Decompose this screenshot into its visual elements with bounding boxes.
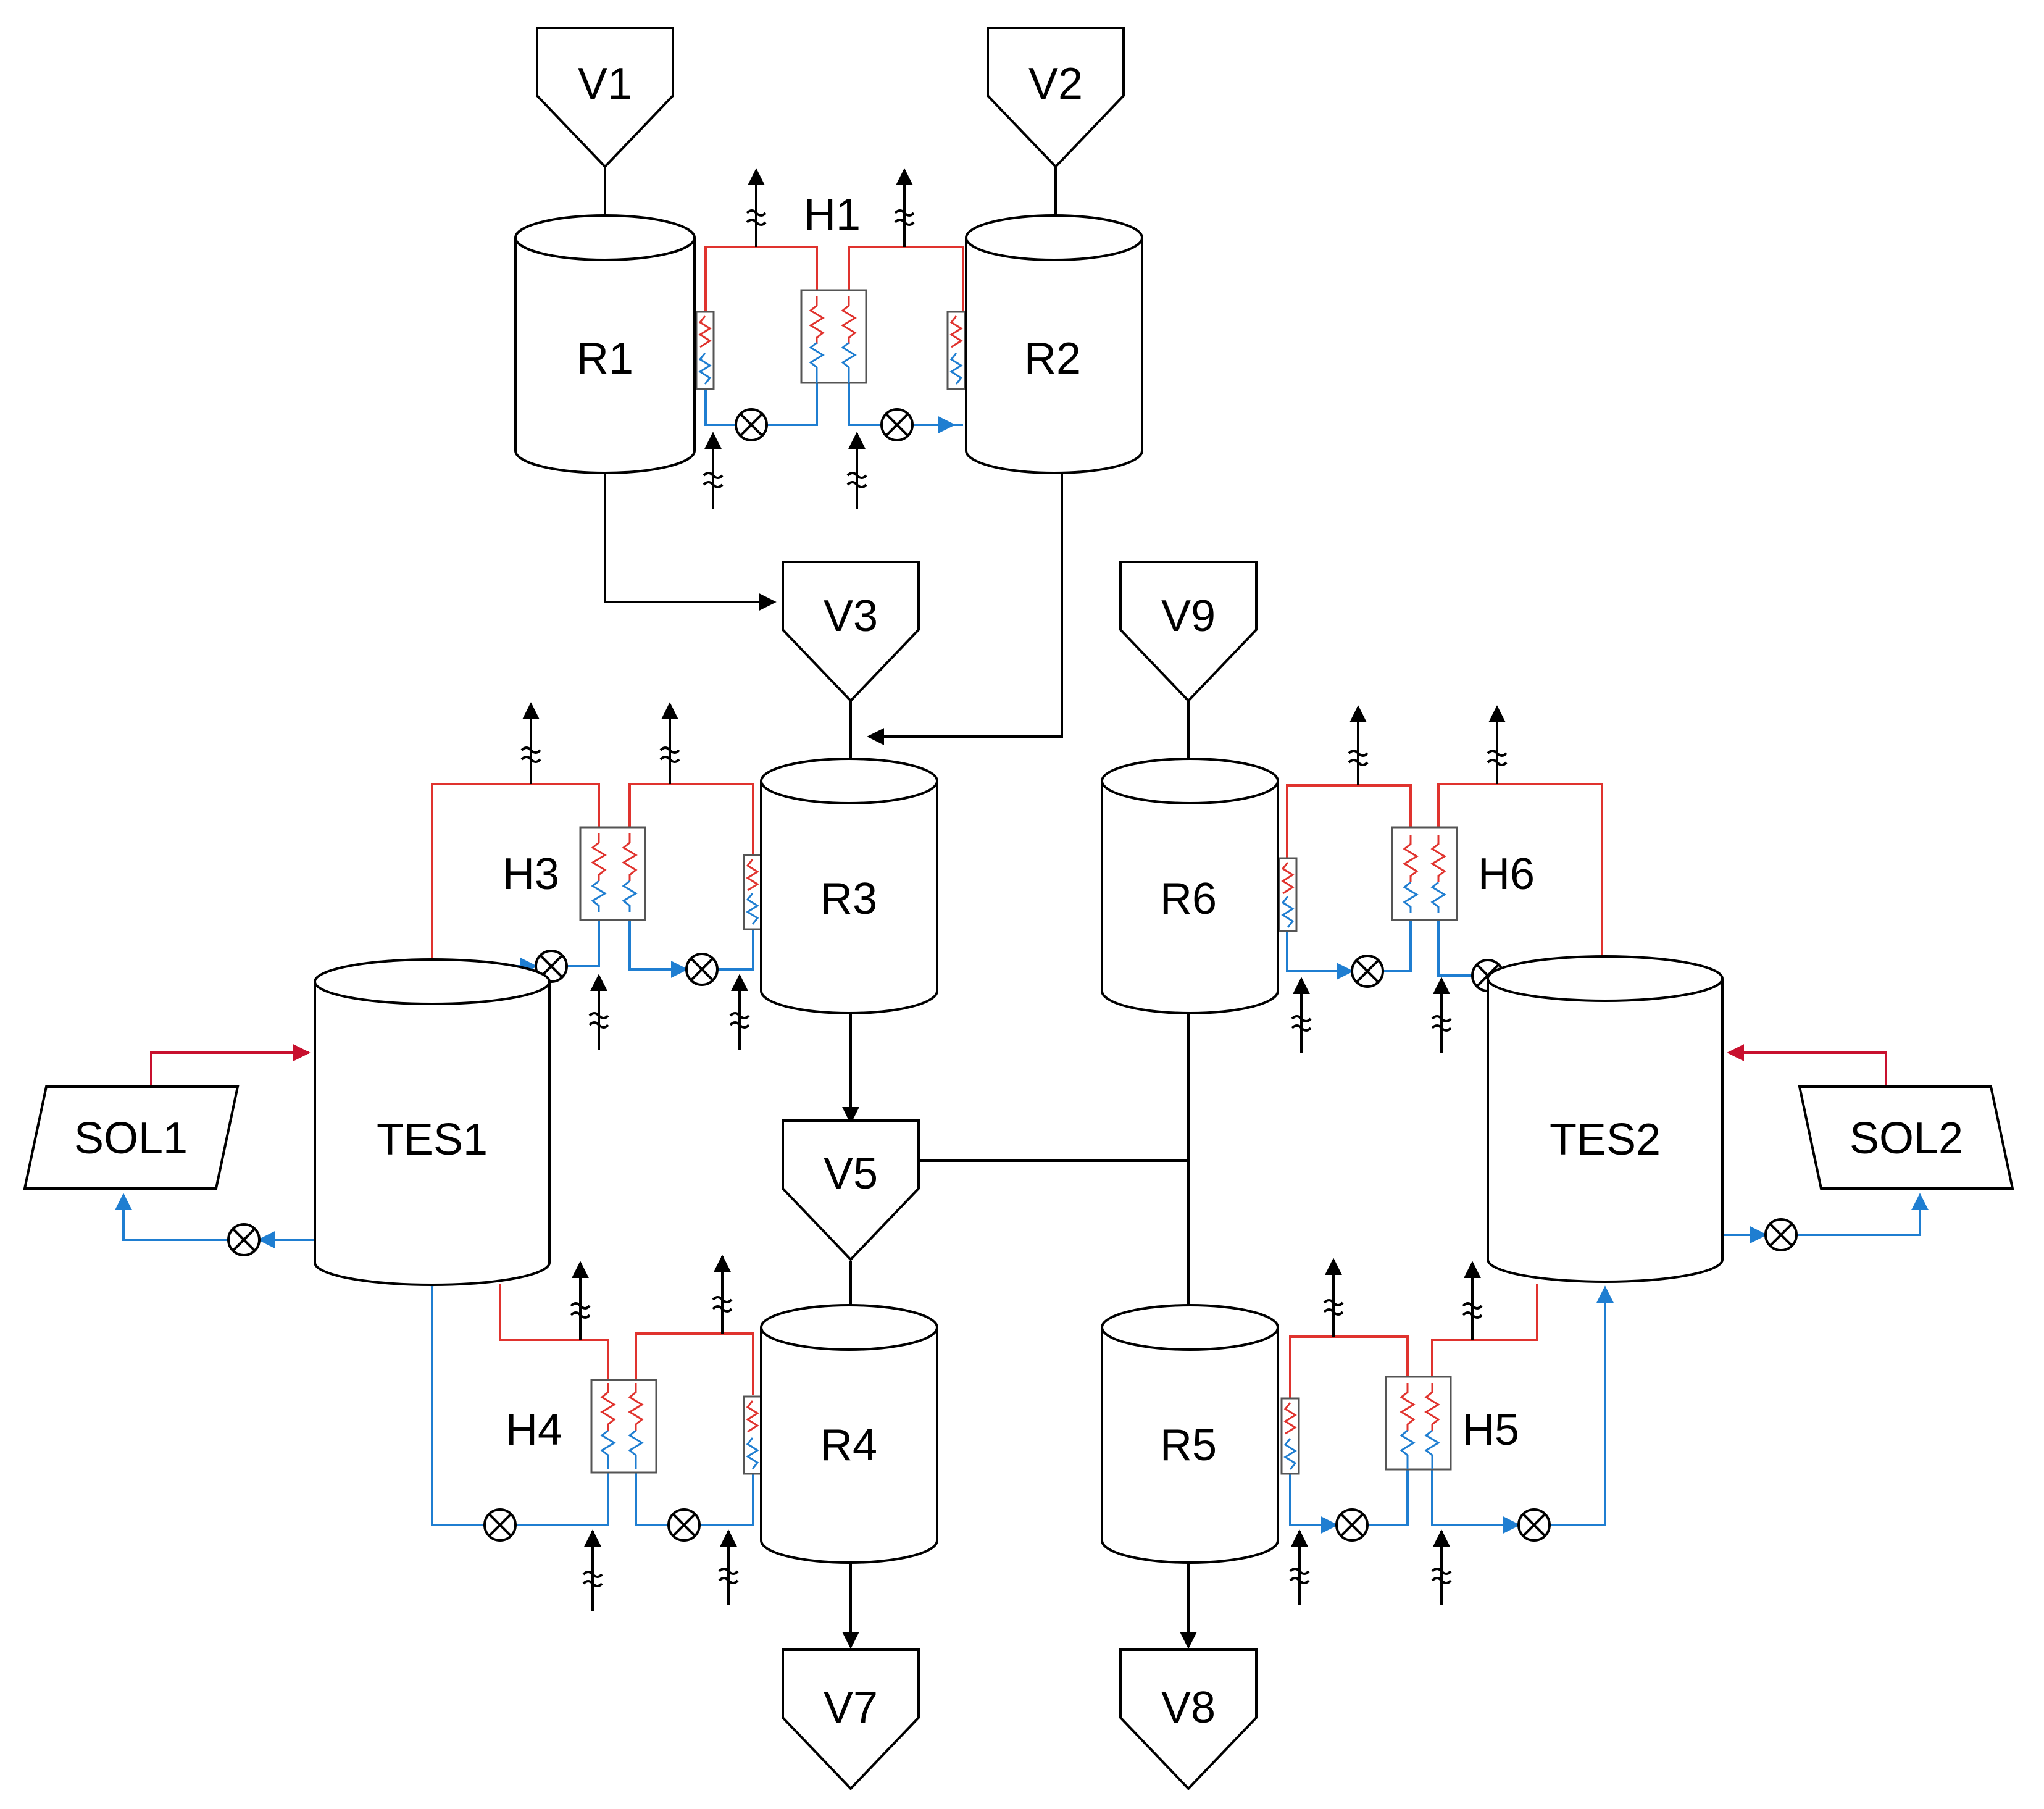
label-r3: R3 [820,874,877,924]
label-h6: H6 [1478,850,1535,899]
tes-tank-2 [1486,955,1724,1283]
inlet-arrow-icon [1431,1529,1452,1605]
pump-icon [1764,1218,1798,1251]
inlet-arrow-icon [846,432,867,509]
cylinders [313,214,1724,1564]
heating-coil-icon [743,854,762,930]
label-v3: V3 [824,591,878,641]
vessel-v2 [987,27,1125,169]
heating-coil-icon [1278,857,1298,932]
vessel-v7 [782,1648,920,1790]
pumps [227,408,1798,1542]
reactor-r2 [964,214,1143,474]
vessel-v8 [1119,1648,1258,1790]
vessel-v9 [1119,561,1258,703]
vent-arrow-icon [746,168,767,247]
hot-lines [150,246,1887,1398]
inlet-arrow-icon [582,1529,603,1611]
label-h5: H5 [1462,1405,1519,1455]
vent-arrow-icon [712,1255,733,1334]
reactor-r3 [759,758,938,1014]
vent-arrow-icon [520,702,541,784]
label-r5: R5 [1160,1421,1217,1470]
inlet-arrow-icon [1289,1529,1310,1605]
label-v8: V8 [1161,1683,1216,1732]
label-r2: R2 [1024,334,1081,383]
label-v5: V5 [824,1149,878,1198]
labels: V1 V2 V3 V5 V7 V8 V9 R1 R2 R3 R4 R5 R6 T… [74,59,1963,1732]
pump-icon [685,953,719,986]
inlet-arrow-icon [588,974,609,1050]
label-v9: V9 [1161,591,1216,641]
vent-arrow-icon [570,1261,591,1340]
label-v2: V2 [1028,59,1083,109]
vessel-v5 [782,1119,920,1261]
cold-lines [115,383,1929,1534]
heat-exchanger-h3 [579,826,646,921]
label-v1: V1 [578,59,632,109]
reactor-r1 [514,214,696,474]
heating-coil-icon [695,311,715,390]
pump-icon [880,408,914,441]
heating-coil-icon [1280,1397,1300,1475]
pump-icon [483,1508,517,1542]
tes-tank-1 [313,958,551,1286]
vent-arrow-icon [1323,1258,1344,1337]
label-r1: R1 [577,334,633,383]
inlet-arrow-icon [1431,977,1452,1053]
funnel-vessels [536,27,1258,1790]
label-h1: H1 [804,190,861,240]
label-tes2: TES2 [1550,1115,1661,1164]
vent-arrow-icon [894,168,915,247]
heat-exchanger-h6 [1391,826,1458,921]
inlet-arrow-icon [718,1529,739,1605]
heat-exchanger-h5 [1385,1376,1452,1471]
pump-icon [1351,955,1384,988]
label-tes1: TES1 [377,1115,488,1164]
inlet-arrow-icon [729,974,750,1050]
inlet-arrow-icon [1291,977,1312,1053]
vent-arrow-icon [1487,705,1508,784]
label-r4: R4 [820,1421,877,1470]
solar-collector-sol2 [1798,1085,2014,1190]
pump-icon [227,1223,261,1256]
vent-arrow-icon [659,702,680,784]
vent-arrow-icon [1348,705,1369,785]
jacket-coils [695,311,1300,1475]
heat-exchanger-h4 [590,1379,657,1474]
label-r6: R6 [1160,874,1217,924]
reactor-r6 [1100,758,1279,1014]
label-sol1: SOL1 [74,1114,188,1163]
heating-coil-icon [946,311,966,390]
inlet-arrow-icon [703,432,724,509]
reactor-r4 [759,1304,938,1564]
heat-exchangers [579,289,1458,1474]
vent-arrow-icon [1462,1261,1483,1340]
pump-icon [735,408,768,441]
label-h3: H3 [503,850,559,899]
pump-icon [1335,1508,1369,1542]
label-v7: V7 [824,1683,878,1732]
reactor-r5 [1100,1304,1279,1564]
heating-coil-icon [743,1395,762,1475]
vessel-v1 [536,27,674,169]
label-sol2: SOL2 [1850,1114,1963,1163]
pump-icon [1517,1508,1551,1542]
solar-collector-sol1 [23,1085,240,1190]
solar-collectors [23,1085,2014,1190]
label-h4: H4 [506,1405,562,1455]
vessel-v3 [782,561,920,703]
pump-icon [667,1508,701,1542]
heat-exchanger-h1 [800,289,867,384]
vent-arrows [520,168,1508,1611]
